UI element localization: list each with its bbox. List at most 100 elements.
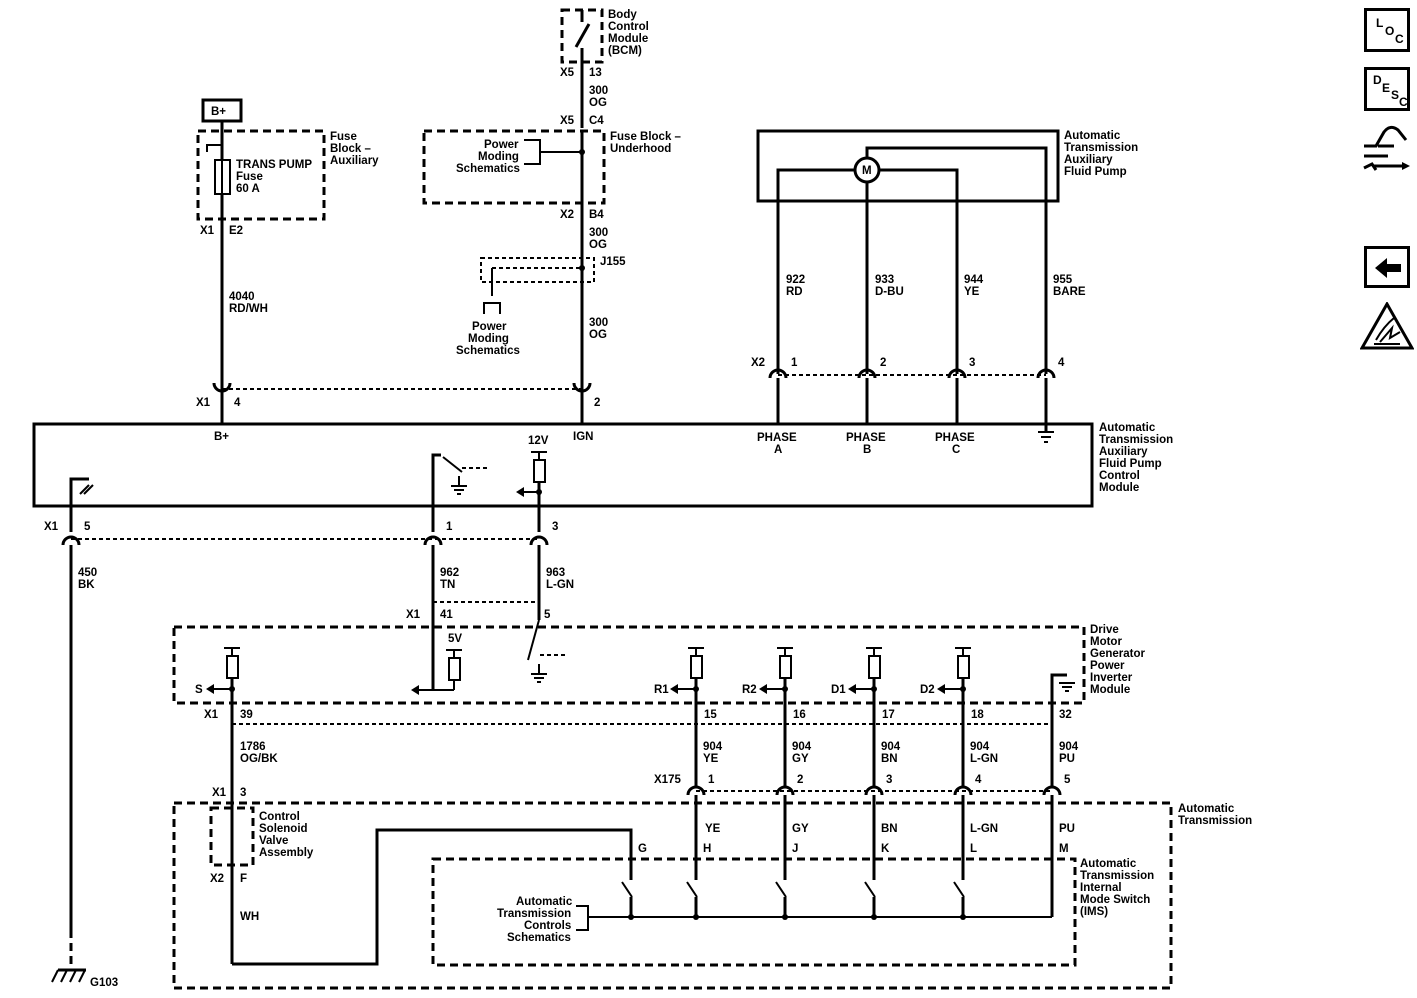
pump-pin-4: 4 (1058, 357, 1065, 369)
ims-label-2: Internal (1080, 882, 1122, 894)
ims-pin-ye: YE (705, 823, 721, 835)
ims-label-3: Mode Switch (1080, 894, 1150, 906)
wire-955-color: BARE (1053, 286, 1086, 298)
wire-904e-color: PU (1059, 753, 1075, 765)
wire-922-num: 922 (786, 274, 805, 286)
inverter-conn-x1: X1 (204, 709, 219, 721)
pump-label-2: Auxiliary (1064, 154, 1113, 166)
wire-4040-num: 4040 (229, 291, 255, 303)
hand-pointing-icon[interactable] (1362, 120, 1414, 176)
description-letter-e: E (1382, 81, 1391, 95)
ims-pin-m: M (1059, 843, 1069, 855)
lower-pin-5: 5 (84, 521, 91, 533)
pump-pin-1: 1 (791, 357, 798, 369)
wire-955-num: 955 (1053, 274, 1073, 286)
pm1-label-0: Power (484, 139, 519, 151)
wire-944-color: YE (964, 286, 980, 298)
phase-b-label-1: B (863, 444, 871, 456)
wire-300b-color: OG (589, 239, 607, 251)
signal-s-label: S (195, 684, 203, 696)
atc-label-0: Automatic (516, 896, 573, 908)
bcm-label-0: Body (608, 9, 637, 21)
wire-944-num: 944 (964, 274, 984, 286)
inverter-pin-15: 15 (704, 709, 717, 721)
module-ign-label: IGN (573, 431, 593, 443)
fluid-pump-control-module: B+ IGN PHASE A PHASE B PHASE C 12V Autom… (32, 422, 1173, 532)
solenoid-conn-x1: X1 (212, 787, 227, 799)
ims-pin-k: K (881, 843, 890, 855)
fuse-under-conn-x2: X2 (560, 209, 574, 221)
solenoid-conn-x2: X2 (210, 873, 224, 885)
description-letter-s: S (1391, 88, 1400, 102)
inverter-label-5: Module (1090, 684, 1130, 696)
inline-pin-41: 41 (440, 609, 453, 621)
signal-r1-label: R1 (654, 684, 669, 696)
inverter-label-4: Inverter (1090, 672, 1133, 684)
wire-904c-num: 904 (881, 741, 901, 753)
splice-j155: J155 Power Moding Schematics (456, 256, 626, 357)
inverter-pin-32: 32 (1059, 709, 1072, 721)
left-arrow-icon (1373, 257, 1403, 281)
lower-pin-1: 1 (446, 521, 453, 533)
wire-963-color: L-GN (546, 579, 574, 591)
inverter-label-0: Drive (1090, 624, 1119, 636)
x175-pin-3: 3 (886, 774, 892, 786)
solenoid-pin-f: F (240, 873, 247, 885)
pm2-label-1: Moding (468, 333, 509, 345)
ims-pin-gy: GY (792, 823, 809, 835)
ims-label-0: Automatic (1080, 858, 1137, 870)
ims-label-1: Transmission (1080, 870, 1154, 882)
pump-pin-3: 3 (969, 357, 975, 369)
x175-pin-1: 1 (708, 774, 715, 786)
signal-d2-label: D2 (920, 684, 935, 696)
fuse-name-1: Fuse (236, 171, 263, 183)
location-button[interactable]: L O C (1364, 8, 1410, 52)
wire-300a-num: 300 (589, 85, 608, 97)
phase-b-label-0: PHASE (846, 432, 886, 444)
wire-904c-color: BN (881, 753, 898, 765)
pump-label-1: Transmission (1064, 142, 1138, 154)
wire-300c-num: 300 (589, 317, 608, 329)
automatic-transmission: Automatic Transmission X1 3 X2 F Control… (172, 787, 1252, 990)
x175-pin-4: 4 (975, 774, 982, 786)
inline-conn-x1: X1 (406, 609, 421, 621)
module-label-5: Module (1099, 482, 1139, 494)
lower-conn-x1: X1 (44, 521, 59, 533)
pump-label-0: Automatic (1064, 130, 1121, 142)
module-label-4: Control (1099, 470, 1140, 482)
wire-300c-color: OG (589, 329, 607, 341)
wire-904d-color: L-GN (970, 753, 998, 765)
bcm-label-1: Control (608, 21, 649, 33)
location-letter-c: C (1395, 32, 1404, 46)
x175-pin-5: 5 (1064, 774, 1071, 786)
wire-300b-num: 300 (589, 227, 608, 239)
fuse-block-underhood: Power Moding Schematics Fuse Block – Und… (422, 129, 682, 205)
wire-450-color: BK (78, 579, 95, 591)
wire-4040-color: RD/WH (229, 303, 268, 315)
fuse-under-label-0: Fuse Block – (610, 131, 682, 143)
module-conn-x1: X1 (196, 397, 211, 409)
wire-1786-color: OG/BK (240, 753, 278, 765)
inverter-pin-18: 18 (971, 709, 984, 721)
bcm-conn-x5: X5 (560, 67, 575, 79)
location-letter-l: L (1376, 16, 1384, 30)
solenoid-pin-3: 3 (240, 787, 246, 799)
fuse-aux-pin-e2: E2 (229, 225, 243, 237)
back-button[interactable] (1364, 246, 1410, 288)
atc-label-1: Transmission (497, 908, 571, 920)
description-button[interactable]: D E S C (1364, 67, 1410, 111)
module-pin-4: 4 (234, 397, 241, 409)
wire-904e-num: 904 (1059, 741, 1079, 753)
esd-warning-icon[interactable] (1359, 300, 1415, 350)
wire-904a-num: 904 (703, 741, 723, 753)
wire-922-color: RD (786, 286, 803, 298)
phase-a-label-0: PHASE (757, 432, 797, 444)
module-bplus-label: B+ (214, 431, 229, 443)
pump-pin-2: 2 (880, 357, 886, 369)
auxiliary-fluid-pump: M Automatic Transmission Auxiliary Fluid… (756, 129, 1138, 374)
module-label-3: Fluid Pump (1099, 458, 1162, 470)
wire-962-color: TN (440, 579, 455, 591)
fuse-aux-label-0: Fuse (330, 131, 357, 143)
fuse-aux-label-2: Auxiliary (330, 155, 379, 167)
wiring-schematic: Body Control Module (BCM) X5 13 300 OG X… (32, 8, 1252, 990)
